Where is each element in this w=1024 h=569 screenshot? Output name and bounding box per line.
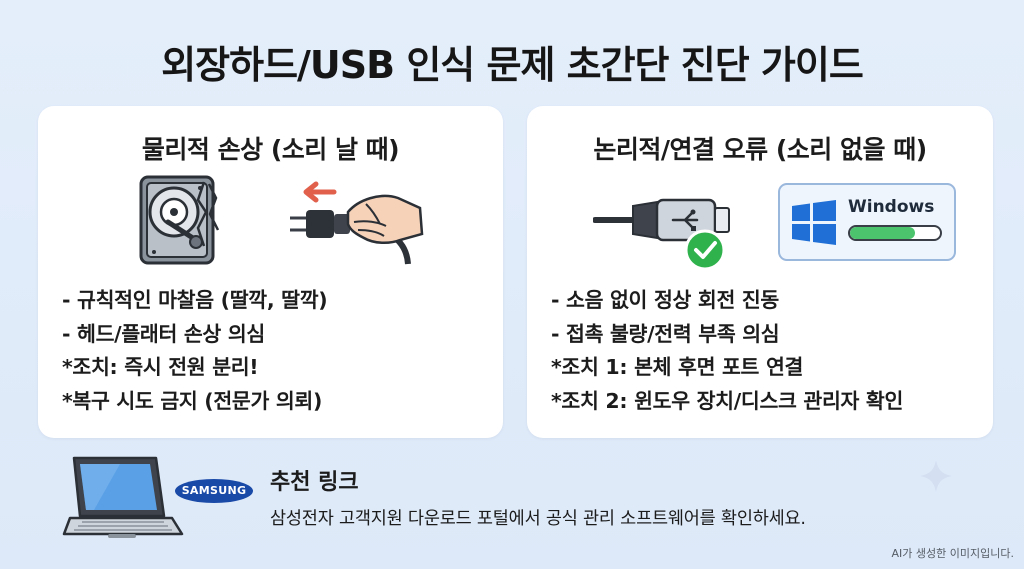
physical-damage-card: 물리적 손상 (소리 날 때) - 규칙적인 마찰음 (딸깍, 딸깍) - 헤드… (38, 106, 503, 438)
logical-error-title: 논리적/연결 오류 (소리 없을 때) (593, 135, 927, 164)
list-item: - 규칙적인 마찰음 (딸깍, 딸깍) (62, 288, 328, 312)
physical-damage-list: - 규칙적인 마찰음 (딸깍, 딸깍) - 헤드/플래터 손상 의심 *조치: … (62, 284, 328, 418)
recommended-link-title: 추천 링크 (270, 470, 359, 495)
list-item: *조치 2: 윈도우 장치/디스크 관리자 확인 (551, 388, 904, 413)
list-item: - 소음 없이 정상 회전 진동 (551, 288, 779, 312)
list-item: *복구 시도 금지 (전문가 의뢰) (62, 388, 323, 413)
windows-label: Windows (848, 197, 935, 217)
list-item: - 헤드/플래터 손상 의심 (62, 321, 265, 346)
logical-error-card: 논리적/연결 오류 (소리 없을 때) Windows - 소음 없이 정상 회… (527, 106, 993, 438)
windows-progress-bar (848, 225, 942, 241)
ai-generated-note: AI가 생성한 이미지입니다. (891, 547, 1014, 560)
laptop-icon (62, 456, 184, 538)
page-title: 외장하드/USB 인식 문제 초간단 진단 가이드 (161, 43, 864, 87)
hard-drive-icon (139, 175, 220, 265)
list-item: *조치: 즉시 전원 분리! (62, 355, 259, 379)
usb-plug-check-icon (593, 198, 730, 270)
unplug-hand-icon (290, 181, 424, 265)
windows-status-panel: Windows (778, 183, 956, 261)
windows-progress-fill (850, 227, 915, 239)
samsung-logo-icon: SAMSUNG (174, 478, 254, 504)
list-item: *조치 1: 본체 후면 포트 연결 (551, 355, 804, 379)
sparkle-icon (920, 460, 952, 492)
recommended-link-text[interactable]: 삼성전자 고객지원 다운로드 포털에서 공식 관리 소프트웨어를 확인하세요. (270, 509, 806, 529)
physical-damage-title: 물리적 손상 (소리 날 때) (141, 135, 400, 164)
windows-logo-icon (792, 200, 836, 245)
list-item: - 접촉 불량/전력 부족 의심 (551, 321, 780, 346)
samsung-logo-text: SAMSUNG (181, 484, 247, 497)
logical-error-list: - 소음 없이 정상 회전 진동 - 접촉 불량/전력 부족 의심 *조치 1:… (551, 284, 903, 418)
